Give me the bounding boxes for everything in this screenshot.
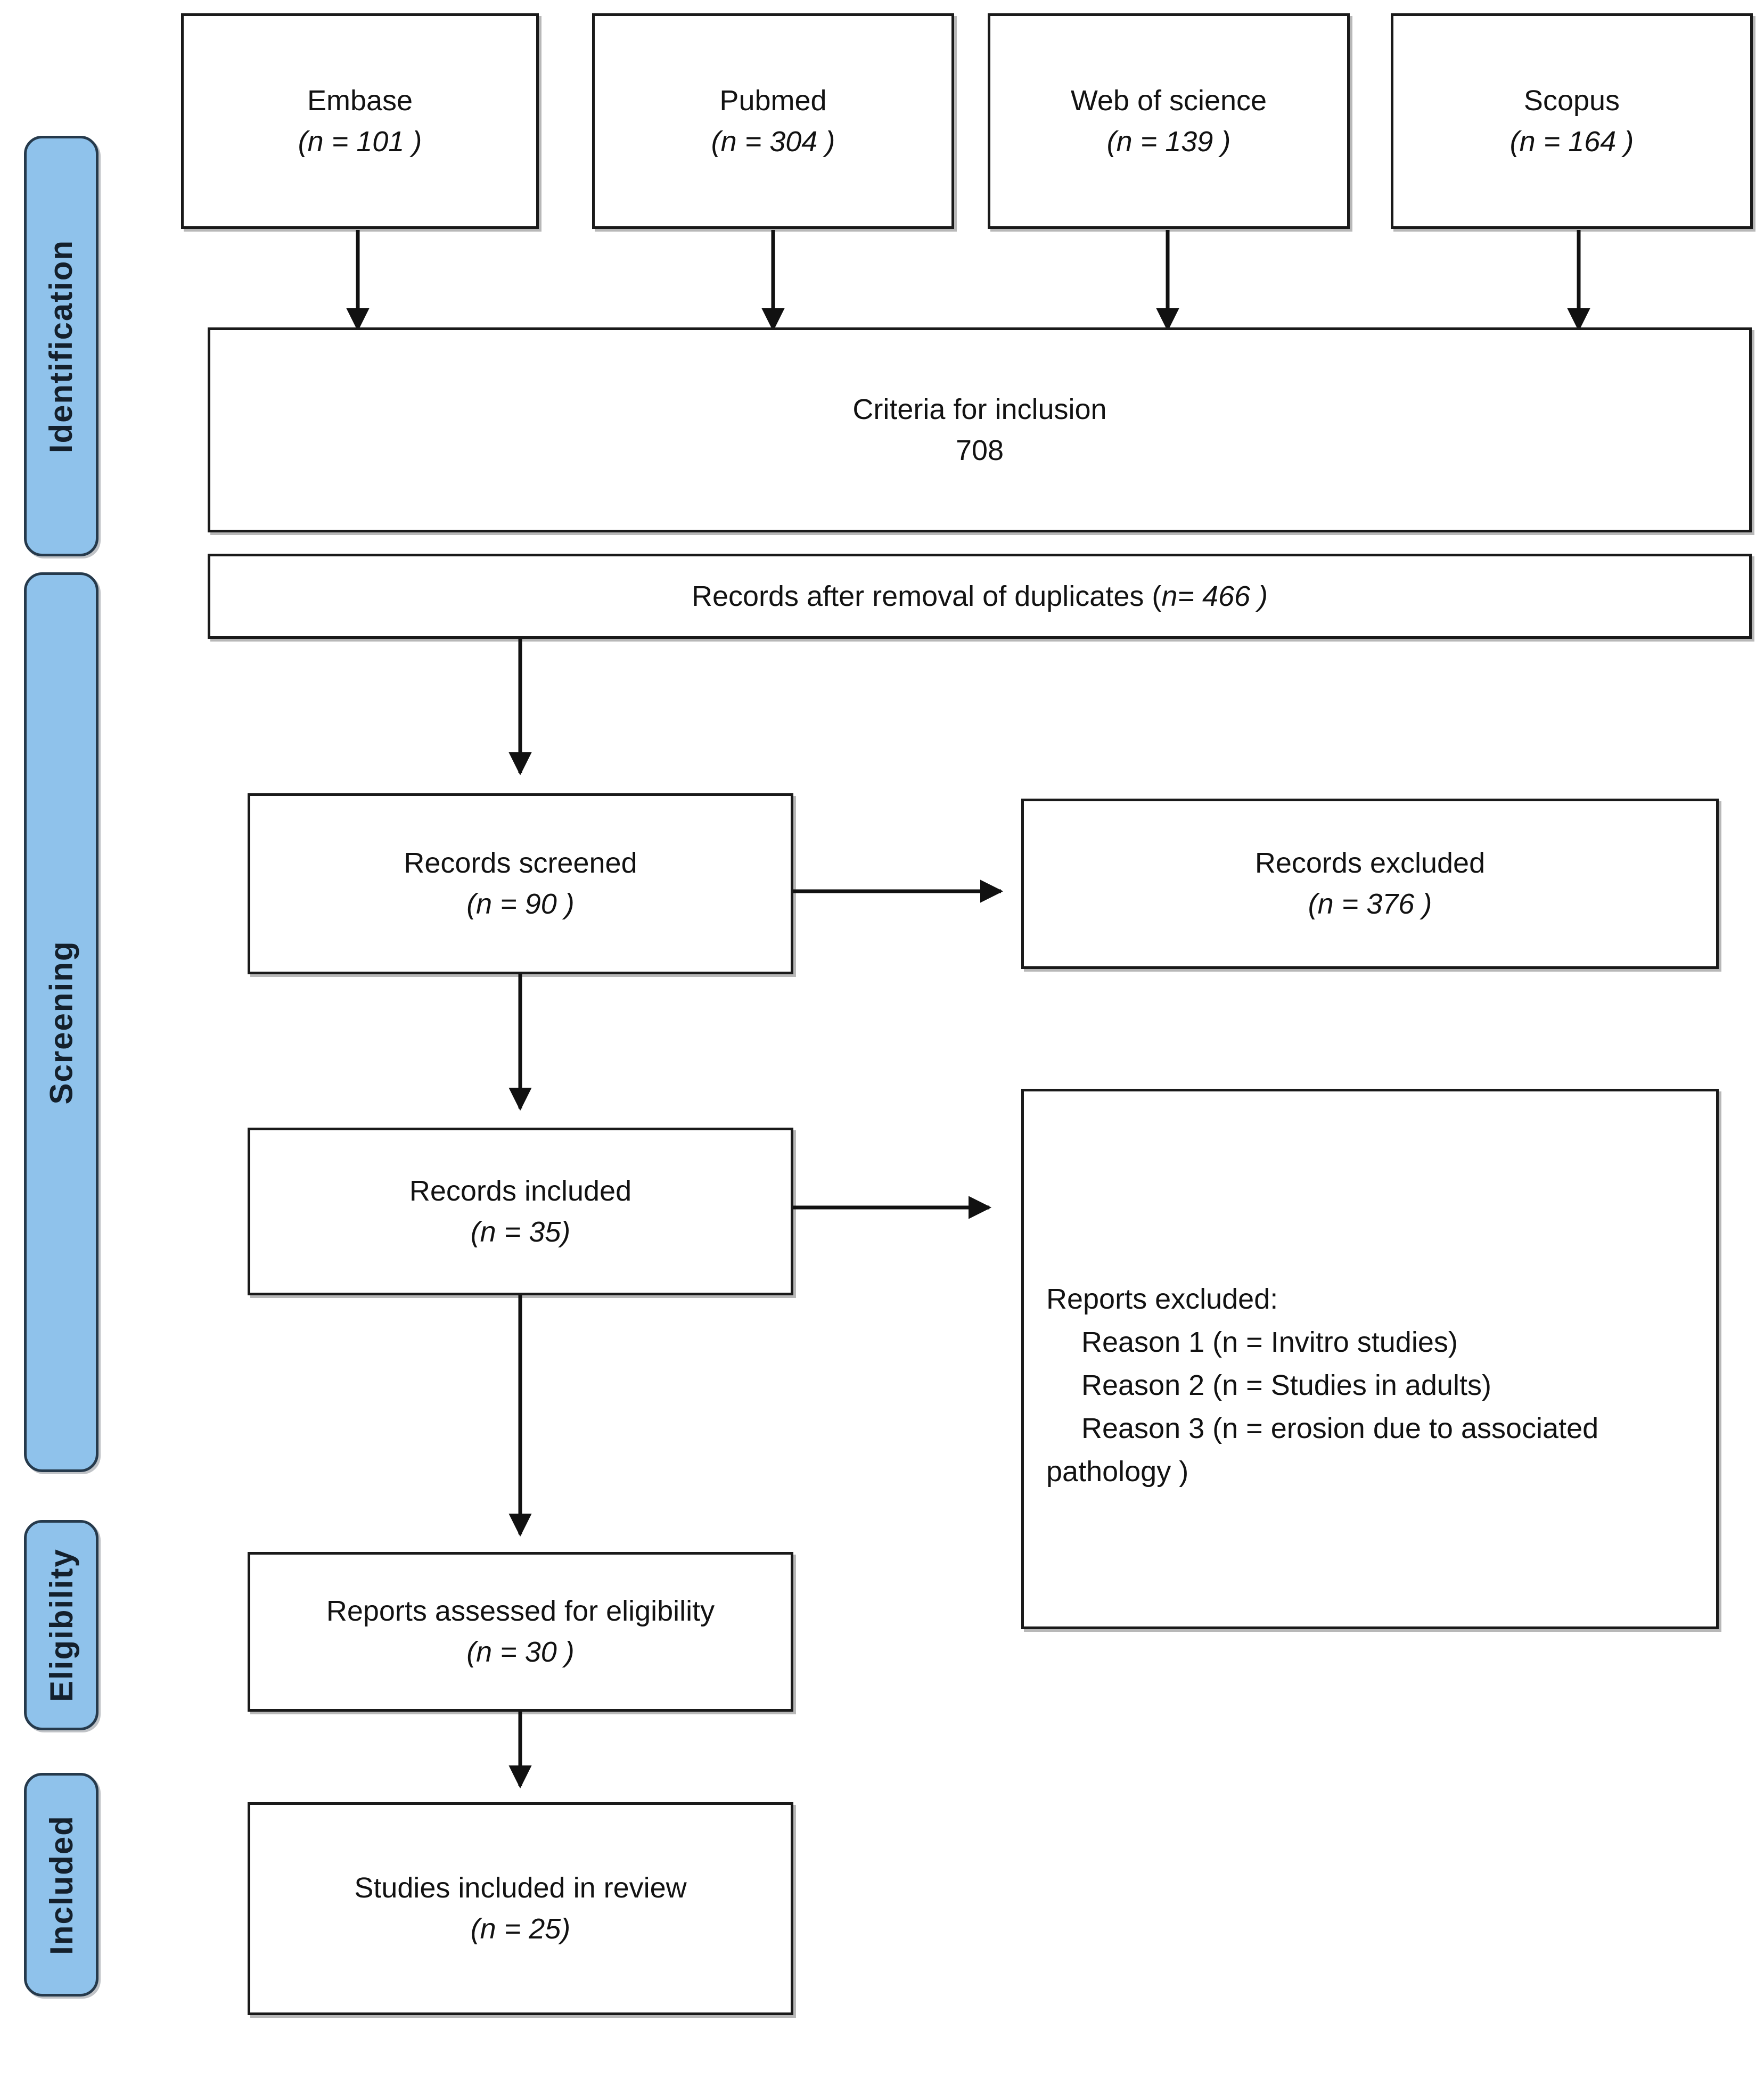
stage-bar-screening: Screening: [24, 572, 99, 1472]
source-box-web-of-science: Web of science (n = 139 ): [988, 13, 1350, 229]
records-excluded-box: Records excluded (n = 376 ): [1021, 799, 1719, 969]
source-count-scopus: (n = 164 ): [1509, 125, 1634, 158]
duplicates-n-symbol: n: [1161, 580, 1178, 612]
stage-bar-included: Included: [24, 1773, 99, 1997]
source-count-embase: (n = 101 ): [298, 125, 422, 158]
studies-included-count: (n = 25): [470, 1913, 571, 1945]
reports-excluded-box: Reports excluded: Reason 1 (n = Invitro …: [1021, 1089, 1719, 1629]
records-excluded-text: Records excluded (n = 376 ): [1245, 843, 1495, 924]
criteria-for-inclusion-text: Criteria for inclusion 708: [843, 389, 1116, 471]
source-box-scopus-text: Scopus (n = 164 ): [1500, 80, 1644, 162]
records-included-text: Records included (n = 35): [400, 1171, 641, 1252]
records-screened-label: Records screened: [404, 847, 637, 880]
stage-bar-eligibility: Eligibility: [24, 1520, 99, 1730]
records-excluded-label: Records excluded: [1254, 847, 1486, 880]
duplicates-prefix: Records after removal of duplicates (: [691, 580, 1162, 612]
criteria-count: 708: [955, 434, 1004, 466]
studies-included-label: Studies included in review: [354, 1872, 687, 1904]
reports-excluded-reason-1: Reason 1 (n = Invitro studies): [1081, 1326, 1458, 1358]
records-included-label: Records included: [409, 1174, 632, 1207]
duplicates-suffix: = 466 ): [1177, 580, 1268, 612]
reports-excluded-reasons: Reports excluded: Reason 1 (n = Invitro …: [1046, 1278, 1703, 1493]
records-screened-count: (n = 90 ): [466, 888, 575, 920]
source-name-pubmed: Pubmed: [719, 84, 827, 117]
source-count-pubmed: (n = 304 ): [711, 125, 835, 158]
records-screened-text: Records screened (n = 90 ): [394, 843, 646, 924]
duplicates-removed-box: Records after removal of duplicates (n= …: [208, 554, 1752, 639]
criteria-label: Criteria for inclusion: [852, 393, 1107, 425]
stage-label-included: Included: [43, 1814, 79, 1955]
reports-assessed-count: (n = 30 ): [466, 1636, 575, 1668]
source-count-web-of-science: (n = 139 ): [1106, 125, 1231, 158]
source-box-pubmed: Pubmed (n = 304 ): [592, 13, 954, 229]
reports-excluded-reason-3-cont: pathology ): [1046, 1456, 1189, 1488]
stage-bar-identification: Identification: [24, 136, 99, 556]
criteria-for-inclusion-box: Criteria for inclusion 708: [208, 327, 1752, 532]
source-name-scopus: Scopus: [1523, 84, 1620, 117]
source-box-embase-text: Embase (n = 101 ): [289, 80, 432, 162]
source-box-web-of-science-text: Web of science (n = 139 ): [1061, 80, 1276, 162]
source-box-embase: Embase (n = 101 ): [181, 13, 539, 229]
stage-label-eligibility: Eligibility: [43, 1548, 79, 1702]
stage-label-screening: Screening: [43, 940, 79, 1105]
reports-excluded-reason-3: Reason 3 (n = erosion due to associated: [1081, 1412, 1599, 1444]
records-screened-box: Records screened (n = 90 ): [248, 793, 793, 974]
source-name-embase: Embase: [307, 84, 413, 117]
studies-included-box: Studies included in review (n = 25): [248, 1802, 793, 2015]
reports-assessed-box: Reports assessed for eligibility (n = 30…: [248, 1552, 793, 1712]
source-box-scopus: Scopus (n = 164 ): [1391, 13, 1753, 229]
source-box-pubmed-text: Pubmed (n = 304 ): [702, 80, 845, 162]
reports-excluded-heading: Reports excluded:: [1046, 1283, 1278, 1315]
duplicates-removed-text: Records after removal of duplicates (n= …: [682, 576, 1277, 617]
stage-label-identification: Identification: [43, 239, 79, 453]
source-name-web-of-science: Web of science: [1070, 84, 1267, 117]
reports-excluded-reason-2: Reason 2 (n = Studies in adults): [1081, 1369, 1491, 1401]
reports-assessed-text: Reports assessed for eligibility (n = 30…: [317, 1591, 724, 1672]
reports-assessed-label: Reports assessed for eligibility: [326, 1595, 715, 1628]
studies-included-text: Studies included in review (n = 25): [344, 1868, 696, 1949]
records-excluded-count: (n = 376 ): [1308, 888, 1432, 920]
records-included-count: (n = 35): [470, 1215, 571, 1248]
records-included-box: Records included (n = 35): [248, 1128, 793, 1295]
